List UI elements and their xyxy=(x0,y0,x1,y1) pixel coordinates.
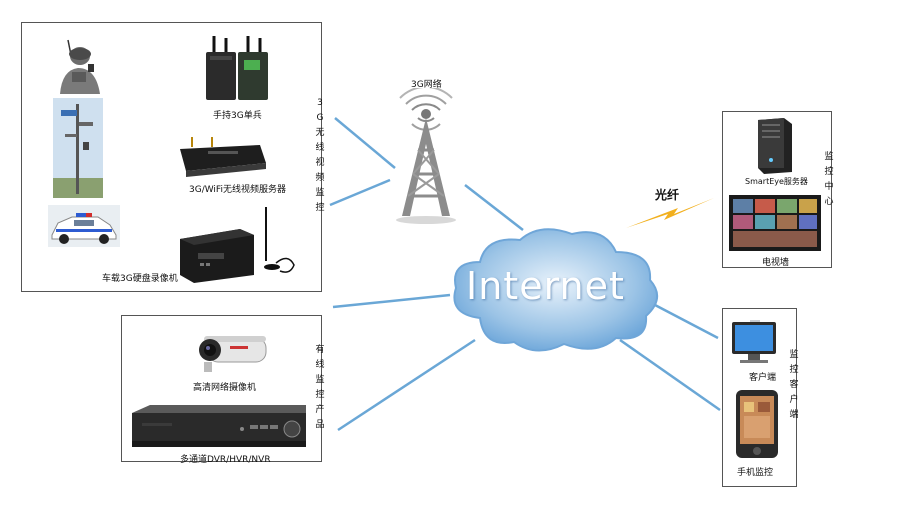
pc-client-label: 客户端 xyxy=(749,373,777,383)
wireless-group-box xyxy=(21,22,322,292)
link-wired-cloud-bottom xyxy=(337,338,476,432)
link-cloud-mobile xyxy=(619,338,721,412)
tv-wall-label: 电视墙 xyxy=(762,258,790,268)
internet-cloud-icon xyxy=(453,228,658,352)
multi-channel-dvr-image xyxy=(132,405,306,447)
monitoring-center-side-label: 监控中心 xyxy=(824,152,834,207)
internet-label: Internet xyxy=(466,264,625,308)
light-pole-image xyxy=(53,98,103,198)
link-wireless-tower-bottom xyxy=(329,178,391,207)
wireless-group-side-label: 3G无线视频监控 xyxy=(315,98,325,213)
dvr-label: 多通道DVR/HVR/NVR xyxy=(180,455,271,465)
desktop-pc-image xyxy=(732,320,776,363)
cell-tower-icon xyxy=(396,88,456,224)
police-car-image xyxy=(48,205,120,247)
handheld-label: 手持3G单兵 xyxy=(213,111,262,121)
mobile-monitor-label: 手机监控 xyxy=(737,468,774,478)
link-wireless-tower-top xyxy=(334,117,396,169)
link-cloud-pc xyxy=(654,303,719,340)
wireless-video-server-image xyxy=(180,137,266,177)
fiber-label: 光纤 xyxy=(655,188,680,202)
tower-label: 3G网络 xyxy=(411,80,442,90)
tv-wall-image xyxy=(729,195,821,251)
handheld-3g-unit-image xyxy=(206,36,268,100)
server-tower-image xyxy=(758,118,792,174)
fiber-bolt-icon xyxy=(626,198,714,228)
wireless-server-label: 3G/WiFi无线视频服务器 xyxy=(189,185,286,195)
smarteye-server-label: SmartEye服务器 xyxy=(745,177,808,186)
vehicle-3g-dvr-image xyxy=(180,207,295,283)
vehicle-dvr-label: 车载3G硬盘录像机 xyxy=(102,274,178,284)
client-group-side-label: 监控客户端 xyxy=(789,350,799,420)
hd-network-camera-image xyxy=(199,336,267,372)
soldier-image xyxy=(60,39,100,94)
hd-camera-label: 高清网络摄像机 xyxy=(193,383,257,393)
wired-group-side-label: 有线监控产品 xyxy=(315,345,325,430)
mobile-phone-image xyxy=(736,390,778,458)
link-wired-cloud-top xyxy=(332,293,451,309)
link-tower-cloud xyxy=(464,184,524,231)
